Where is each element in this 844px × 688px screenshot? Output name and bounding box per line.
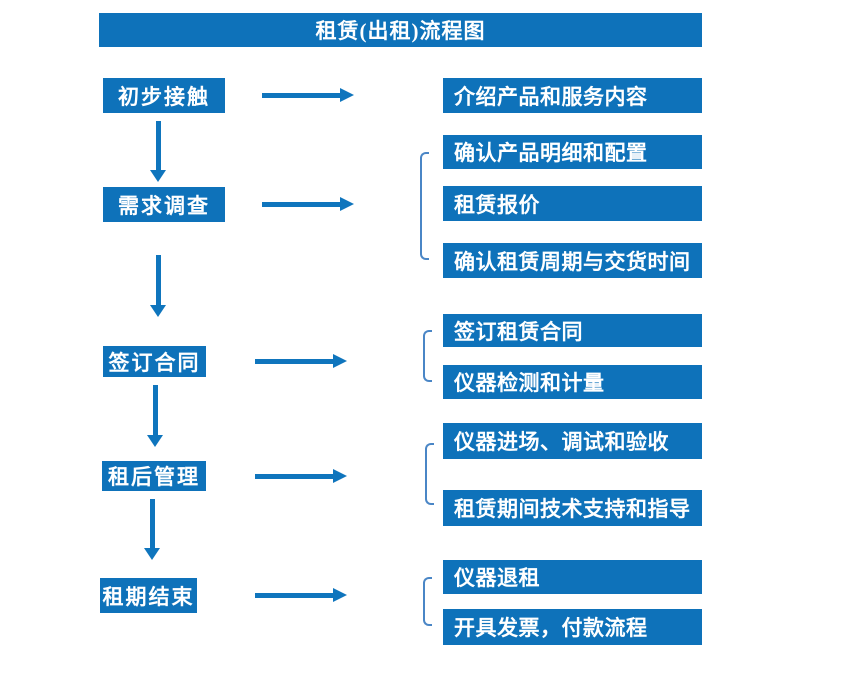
stage-label: 租后管理 <box>108 465 200 489</box>
arrow-stem <box>262 93 341 98</box>
arrow-down-icon <box>144 499 160 560</box>
detail-instrument-return: 仪器退租 <box>443 560 702 594</box>
arrow-right-icon <box>262 88 354 102</box>
detail-instrument-setup-acceptance: 仪器进场、调试和验收 <box>443 423 702 459</box>
detail-label: 租赁报价 <box>454 192 540 217</box>
page-title: 租赁(出租)流程图 <box>315 19 486 43</box>
arrow-stem <box>255 359 334 364</box>
arrow-stem <box>149 499 155 549</box>
bracket-icon <box>423 330 432 382</box>
detail-label: 开具发票，付款流程 <box>454 616 648 640</box>
detail-tech-support-guidance: 租赁期间技术支持和指导 <box>443 490 702 526</box>
arrow-head <box>147 435 163 447</box>
arrow-stem <box>262 202 341 207</box>
detail-instrument-testing-metering: 仪器检测和计量 <box>443 365 702 399</box>
arrow-head <box>333 469 347 483</box>
detail-label: 签订租赁合同 <box>454 319 583 344</box>
stage-label: 需求调查 <box>118 193 210 218</box>
detail-label: 确认租赁周期与交货时间 <box>454 249 691 274</box>
stage-post-rental-management: 租后管理 <box>102 461 206 491</box>
arrow-right-icon <box>255 588 347 602</box>
arrow-head <box>333 588 347 602</box>
arrow-head <box>340 197 354 211</box>
arrow-down-icon <box>147 385 163 447</box>
detail-label: 仪器检测和计量 <box>454 371 605 395</box>
detail-rental-quote: 租赁报价 <box>443 186 702 221</box>
detail-label: 租赁期间技术支持和指导 <box>454 497 691 521</box>
bracket-icon <box>420 152 429 260</box>
arrow-head <box>340 88 354 102</box>
arrow-stem <box>155 255 161 306</box>
detail-label: 仪器退租 <box>454 566 540 590</box>
stage-label: 初步接触 <box>118 84 210 109</box>
arrow-down-icon <box>150 255 166 317</box>
stage-initial-contact: 初步接触 <box>103 78 225 113</box>
bracket-icon <box>423 577 432 626</box>
arrow-stem <box>155 121 161 171</box>
detail-label: 仪器进场、调试和验收 <box>454 430 669 454</box>
arrow-right-icon <box>255 354 347 368</box>
detail-label: 介绍产品和服务内容 <box>454 84 648 109</box>
arrow-head <box>150 305 166 317</box>
bracket-icon <box>425 443 434 505</box>
stage-label: 租期结束 <box>102 584 195 609</box>
stage-demand-survey: 需求调查 <box>103 187 225 222</box>
arrow-head <box>333 354 347 368</box>
title-bar: 租赁(出租)流程图 <box>99 13 702 47</box>
arrow-stem <box>152 385 158 436</box>
arrow-head <box>144 548 160 560</box>
detail-intro-products-services: 介绍产品和服务内容 <box>443 78 702 113</box>
stage-sign-contract: 签订合同 <box>103 346 206 377</box>
detail-confirm-period-delivery: 确认租赁周期与交货时间 <box>443 243 702 278</box>
arrow-right-icon <box>255 469 347 483</box>
detail-sign-rental-contract: 签订租赁合同 <box>443 314 702 347</box>
arrow-stem <box>255 474 334 479</box>
detail-label: 确认产品明细和配置 <box>454 141 648 165</box>
stage-rental-end: 租期结束 <box>100 578 197 613</box>
arrow-down-icon <box>150 121 166 182</box>
arrow-stem <box>255 593 334 598</box>
detail-invoice-payment-process: 开具发票，付款流程 <box>443 609 702 645</box>
arrow-right-icon <box>262 197 354 211</box>
stage-label: 签订合同 <box>108 350 201 375</box>
arrow-head <box>150 170 166 182</box>
detail-confirm-product-config: 确认产品明细和配置 <box>443 135 702 169</box>
